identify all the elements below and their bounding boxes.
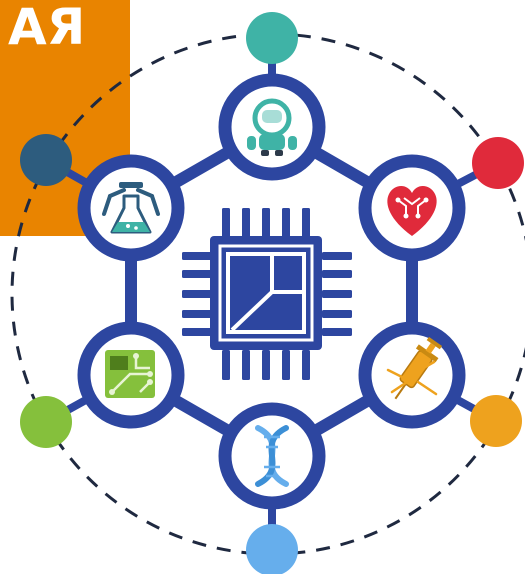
dna-icon (255, 425, 289, 487)
robot-icon (247, 98, 297, 156)
accent-dot-red (472, 137, 524, 189)
accent-dot-navy (20, 134, 72, 186)
circuit-board-icon (105, 350, 155, 398)
corner-banner: АЯ (0, 0, 130, 236)
accent-dot-orange (470, 395, 522, 447)
syringe-icon (386, 336, 443, 400)
accent-dots (20, 12, 524, 574)
accent-dot-green (20, 396, 72, 448)
microchip-icon (182, 208, 352, 380)
lab-flask-icon (102, 182, 160, 234)
heart-circuit-icon (387, 185, 437, 236)
corner-banner-text: АЯ (8, 0, 85, 56)
accent-dot-light-blue (246, 524, 298, 574)
accent-dot-teal (246, 12, 298, 64)
